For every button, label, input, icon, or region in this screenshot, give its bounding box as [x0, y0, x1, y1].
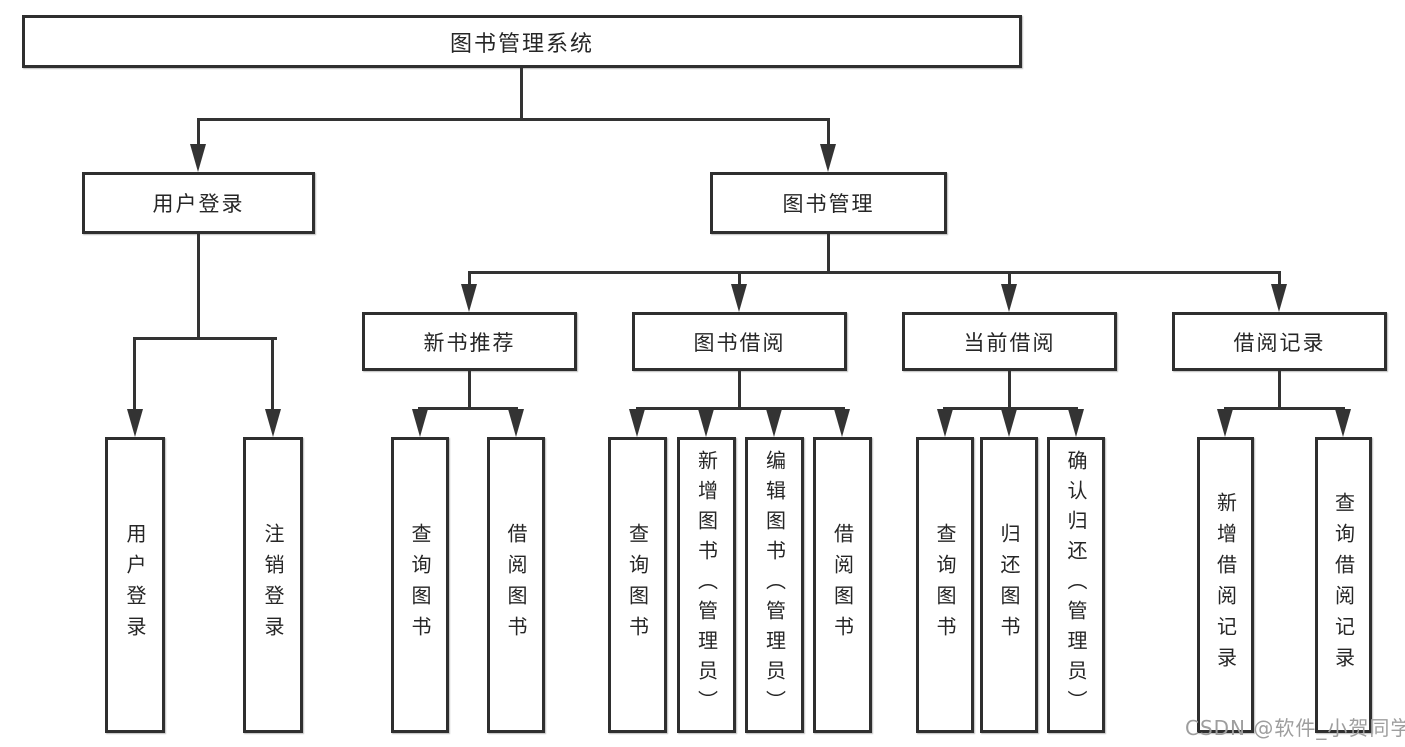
- arrowhead-down-icon: [937, 409, 953, 437]
- node-query-books-borrowing: 查询图书: [608, 437, 667, 733]
- node-book-borrowing: 图书借阅: [632, 312, 847, 371]
- connector-line: [197, 118, 830, 121]
- arrowhead-down-icon: [1001, 409, 1017, 437]
- node-library-management-system: 图书管理系统: [22, 15, 1022, 68]
- connector-line: [197, 118, 200, 148]
- node-label: 借阅图书: [830, 523, 855, 647]
- arrowhead-down-icon: [412, 409, 428, 437]
- connector-line: [418, 407, 518, 410]
- node-label: 新书推荐: [423, 330, 516, 355]
- connector-line: [827, 234, 830, 274]
- node-query-books-recommend: 查询图书: [391, 437, 449, 733]
- arrowhead-down-icon: [698, 409, 714, 437]
- node-add-borrow-record: 新增借阅记录: [1197, 437, 1254, 733]
- node-label: 图书借阅: [693, 330, 786, 355]
- connector-line: [271, 337, 274, 413]
- node-query-books-current: 查询图书: [916, 437, 974, 733]
- arrowhead-down-icon: [1001, 284, 1017, 312]
- connector-line: [738, 371, 741, 410]
- node-user-login-leaf: 用户登录: [105, 437, 165, 733]
- connector-line: [943, 407, 1078, 410]
- node-query-borrow-record: 查询借阅记录: [1315, 437, 1372, 733]
- node-borrow-books-borrowing: 借阅图书: [813, 437, 872, 733]
- node-label: 借阅记录: [1233, 330, 1326, 355]
- node-label: 用户登录: [152, 192, 245, 216]
- node-label: 查询图书: [625, 523, 650, 647]
- arrowhead-down-icon: [1068, 409, 1084, 437]
- node-label: 查询图书: [408, 523, 432, 647]
- node-label: 查询图书: [933, 523, 957, 647]
- connector-line: [520, 68, 523, 121]
- arrowhead-down-icon: [265, 409, 281, 437]
- arrowhead-down-icon: [1335, 409, 1351, 437]
- connector-line: [1224, 407, 1345, 410]
- node-new-book-recommendation: 新书推荐: [362, 312, 577, 371]
- node-label: 图书管理系统: [449, 31, 594, 57]
- node-current-borrowing: 当前借阅: [902, 312, 1117, 371]
- arrowhead-down-icon: [190, 144, 206, 172]
- connector-line: [468, 271, 1281, 274]
- node-borrow-books-recommend: 借阅图书: [487, 437, 545, 733]
- connector-line: [1278, 371, 1281, 410]
- node-label: 归还图书: [997, 523, 1021, 647]
- arrowhead-down-icon: [127, 409, 143, 437]
- connector-line: [1278, 271, 1281, 287]
- node-label: 确认归还（管理员）: [1064, 450, 1088, 720]
- node-logout: 注销登录: [243, 437, 303, 733]
- arrowhead-down-icon: [508, 409, 524, 437]
- csdn-watermark: CSDN @软件_小贺同学: [1185, 716, 1405, 740]
- node-label: 图书管理: [782, 192, 875, 216]
- arrowhead-down-icon: [461, 284, 477, 312]
- connector-line: [1008, 371, 1011, 410]
- connector-line: [197, 234, 200, 340]
- node-label: 编辑图书（管理员）: [762, 450, 787, 720]
- arrowhead-down-icon: [629, 409, 645, 437]
- connector-line: [738, 271, 741, 287]
- node-return-books: 归还图书: [980, 437, 1038, 733]
- node-label: 注销登录: [261, 523, 285, 647]
- connector-line: [468, 271, 471, 287]
- arrowhead-down-icon: [820, 144, 836, 172]
- connector-line: [1008, 271, 1011, 287]
- node-label: 当前借阅: [963, 330, 1056, 355]
- node-label: 借阅图书: [504, 523, 528, 647]
- node-label: 查询借阅记录: [1331, 492, 1356, 678]
- node-add-books-admin: 新增图书（管理员）: [677, 437, 736, 733]
- connector-line: [827, 118, 830, 148]
- arrowhead-down-icon: [731, 284, 747, 312]
- arrowhead-down-icon: [766, 409, 782, 437]
- node-confirm-return-admin: 确认归还（管理员）: [1047, 437, 1105, 733]
- connector-line: [133, 337, 136, 413]
- connector-line: [133, 337, 277, 340]
- connector-line: [636, 407, 845, 410]
- node-borrowing-records: 借阅记录: [1172, 312, 1387, 371]
- node-user-login: 用户登录: [82, 172, 315, 234]
- node-label: 新增图书（管理员）: [694, 450, 719, 720]
- arrowhead-down-icon: [1217, 409, 1233, 437]
- node-book-management: 图书管理: [710, 172, 947, 234]
- node-edit-books-admin: 编辑图书（管理员）: [745, 437, 804, 733]
- arrowhead-down-icon: [1271, 284, 1287, 312]
- node-label: 新增借阅记录: [1213, 492, 1238, 678]
- node-label: 用户登录: [123, 523, 147, 647]
- arrowhead-down-icon: [834, 409, 850, 437]
- connector-line: [468, 371, 471, 410]
